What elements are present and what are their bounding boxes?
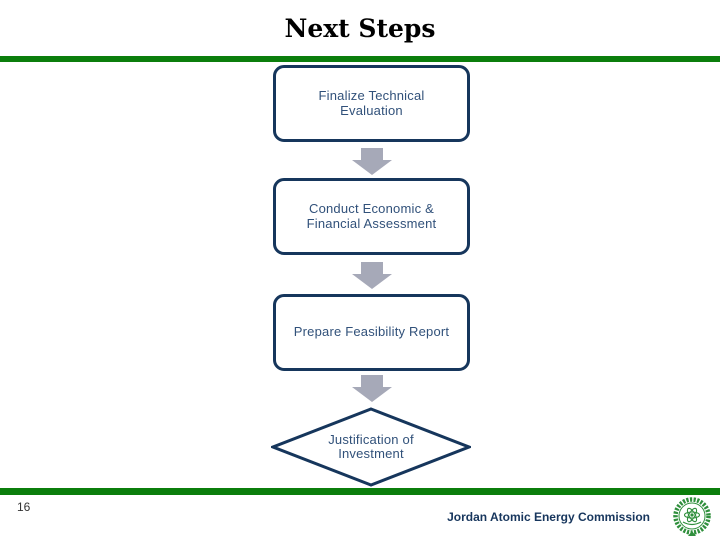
jaec-wreath-atom-logo-icon [673, 497, 711, 536]
flow-step-conduct-economic-financial-assessment: Conduct Economic & Financial Assessment [273, 178, 470, 255]
flow-step-label: Conduct Economic & Financial Assessment [306, 201, 437, 231]
down-arrow-icon [352, 262, 392, 289]
page-title: Next Steps [284, 14, 436, 43]
down-arrow-icon [352, 375, 392, 402]
flow-step-label: Finalize Technical Evaluation [318, 88, 425, 118]
flow-step-label: Prepare Feasibility Report [293, 324, 450, 340]
flow-step-justification-of-investment: Justification of Investment [271, 407, 471, 487]
diamond-shape [271, 407, 471, 487]
down-arrow-icon [352, 148, 392, 175]
footer-organization: Jordan Atomic Energy Commission [447, 510, 650, 524]
flow-step-label: Justification of Investment [328, 431, 414, 461]
page-number: 16 [17, 500, 31, 514]
flow-step-finalize-technical-evaluation: Finalize Technical Evaluation [273, 65, 470, 142]
flow-step-prepare-feasibility-report: Prepare Feasibility Report [273, 294, 470, 371]
footer-divider [0, 488, 720, 495]
title-divider [0, 56, 720, 62]
